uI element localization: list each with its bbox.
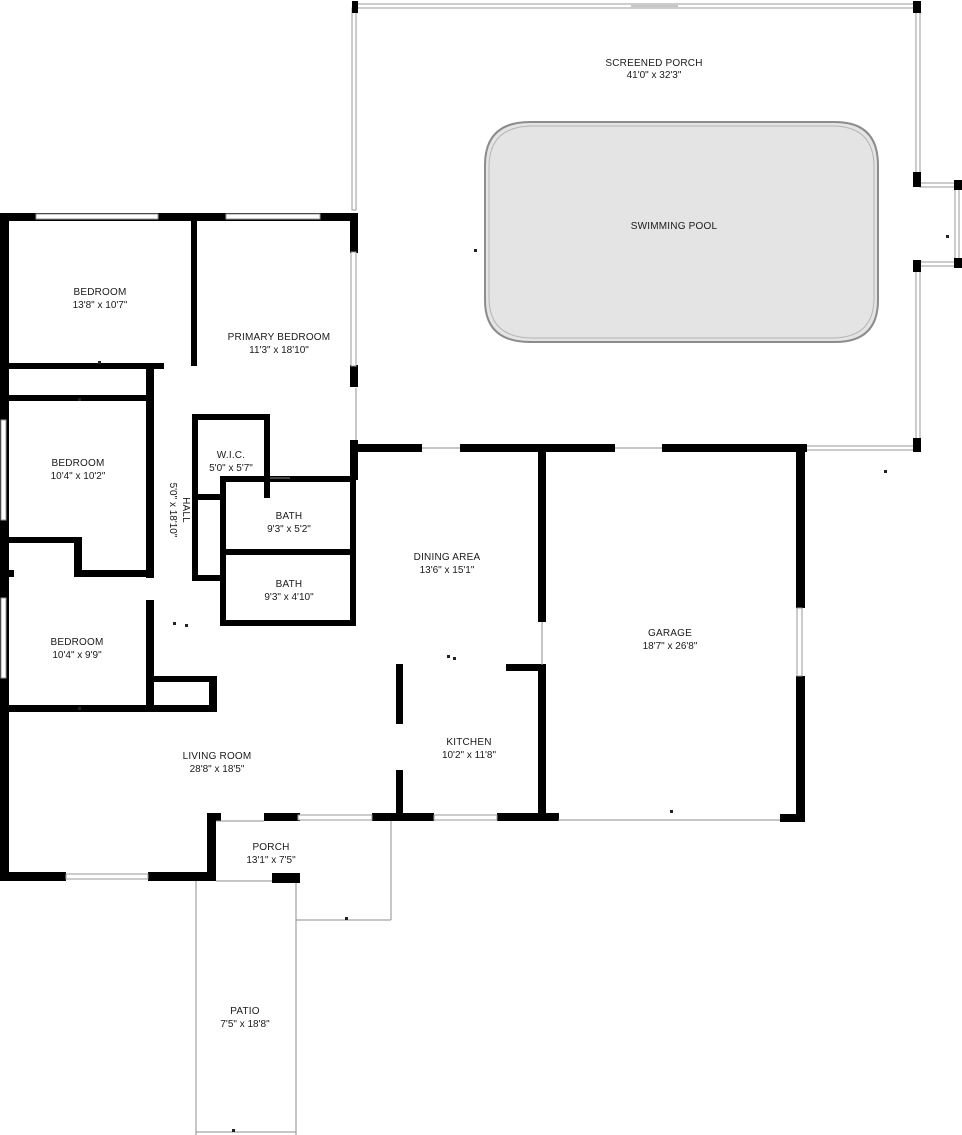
room-primary-bedroom: PRIMARY BEDROOM 11'3" x 18'10" [228, 332, 331, 356]
room-dimensions: 7'5" x 18'8" [220, 1019, 270, 1030]
room-name: HALL [180, 497, 191, 523]
room-living-room: LIVING ROOM 28'8" x 18'5" [183, 751, 252, 775]
room-name: SCREENED PORCH [605, 58, 702, 69]
room-name: KITCHEN [446, 737, 491, 748]
room-garage: GARAGE 18'7" x 26'8" [643, 628, 698, 652]
room-name: BEDROOM [73, 287, 126, 298]
room-name: W.I.C. [217, 450, 245, 461]
room-name: LIVING ROOM [183, 751, 252, 762]
porch-patio-outline [195, 820, 392, 1135]
room-bedroom-3: BEDROOM 10'4" x 9'9" [50, 637, 103, 661]
room-bedroom-2: BEDROOM 10'4" x 10'2" [51, 458, 106, 482]
room-name: SWIMMING POOL [631, 221, 718, 232]
room-dining-area: DINING AREA 13'6" x 15'1" [414, 552, 481, 576]
windows [0, 213, 803, 880]
room-dimensions: 5'0" x 5'7" [209, 463, 253, 474]
room-hall: HALL 5'0" x 18'10" [167, 483, 191, 538]
room-swimming-pool: SWIMMING POOL [631, 221, 718, 232]
room-dimensions: 9'3" x 4'10" [264, 592, 314, 603]
room-wic: W.I.C. 5'0" x 5'7" [209, 450, 253, 474]
room-dimensions: 18'7" x 26'8" [643, 641, 698, 652]
room-name: BEDROOM [51, 458, 104, 469]
swimming-pool [484, 121, 879, 343]
room-name: GARAGE [648, 628, 692, 639]
room-dimensions: 10'4" x 9'9" [52, 650, 102, 661]
room-dimensions: 13'8" x 10'7" [73, 300, 128, 311]
door-marks [78, 235, 949, 1132]
room-bath-1: BATH 9'3" x 5'2" [267, 511, 311, 535]
room-dimensions: 11'3" x 18'10" [249, 345, 309, 356]
room-dimensions: 41'0" x 32'3" [627, 70, 682, 81]
room-name: PORCH [252, 842, 289, 853]
room-dimensions: 28'8" x 18'5" [190, 764, 245, 775]
room-name: BATH [276, 579, 303, 590]
room-name: PRIMARY BEDROOM [228, 332, 331, 343]
room-screened-porch: SCREENED PORCH 41'0" x 32'3" [605, 58, 702, 81]
room-dimensions: 9'3" x 5'2" [267, 524, 311, 535]
room-name: BATH [276, 511, 303, 522]
room-kitchen: KITCHEN 10'2" x 11'8" [442, 737, 497, 761]
room-name: DINING AREA [414, 552, 481, 563]
room-dimensions: 13'6" x 15'1" [420, 565, 475, 576]
room-bedroom-1: BEDROOM 13'8" x 10'7" [73, 287, 128, 311]
room-name: PATIO [230, 1006, 260, 1017]
room-dimensions: 10'4" x 10'2" [51, 471, 106, 482]
room-dimensions: 5'0" x 18'10" [167, 483, 178, 538]
room-porch: PORCH 13'1" x 7'5" [246, 842, 296, 866]
interior-walls [4, 218, 356, 712]
room-dimensions: 10'2" x 11'8" [442, 750, 497, 761]
room-bath-2: BATH 9'3" x 4'10" [264, 579, 314, 603]
room-dimensions: 13'1" x 7'5" [246, 855, 296, 866]
screened-porch-posts [352, 1, 962, 452]
room-patio: PATIO 7'5" x 18'8" [220, 1006, 270, 1030]
room-name: BEDROOM [50, 637, 103, 648]
